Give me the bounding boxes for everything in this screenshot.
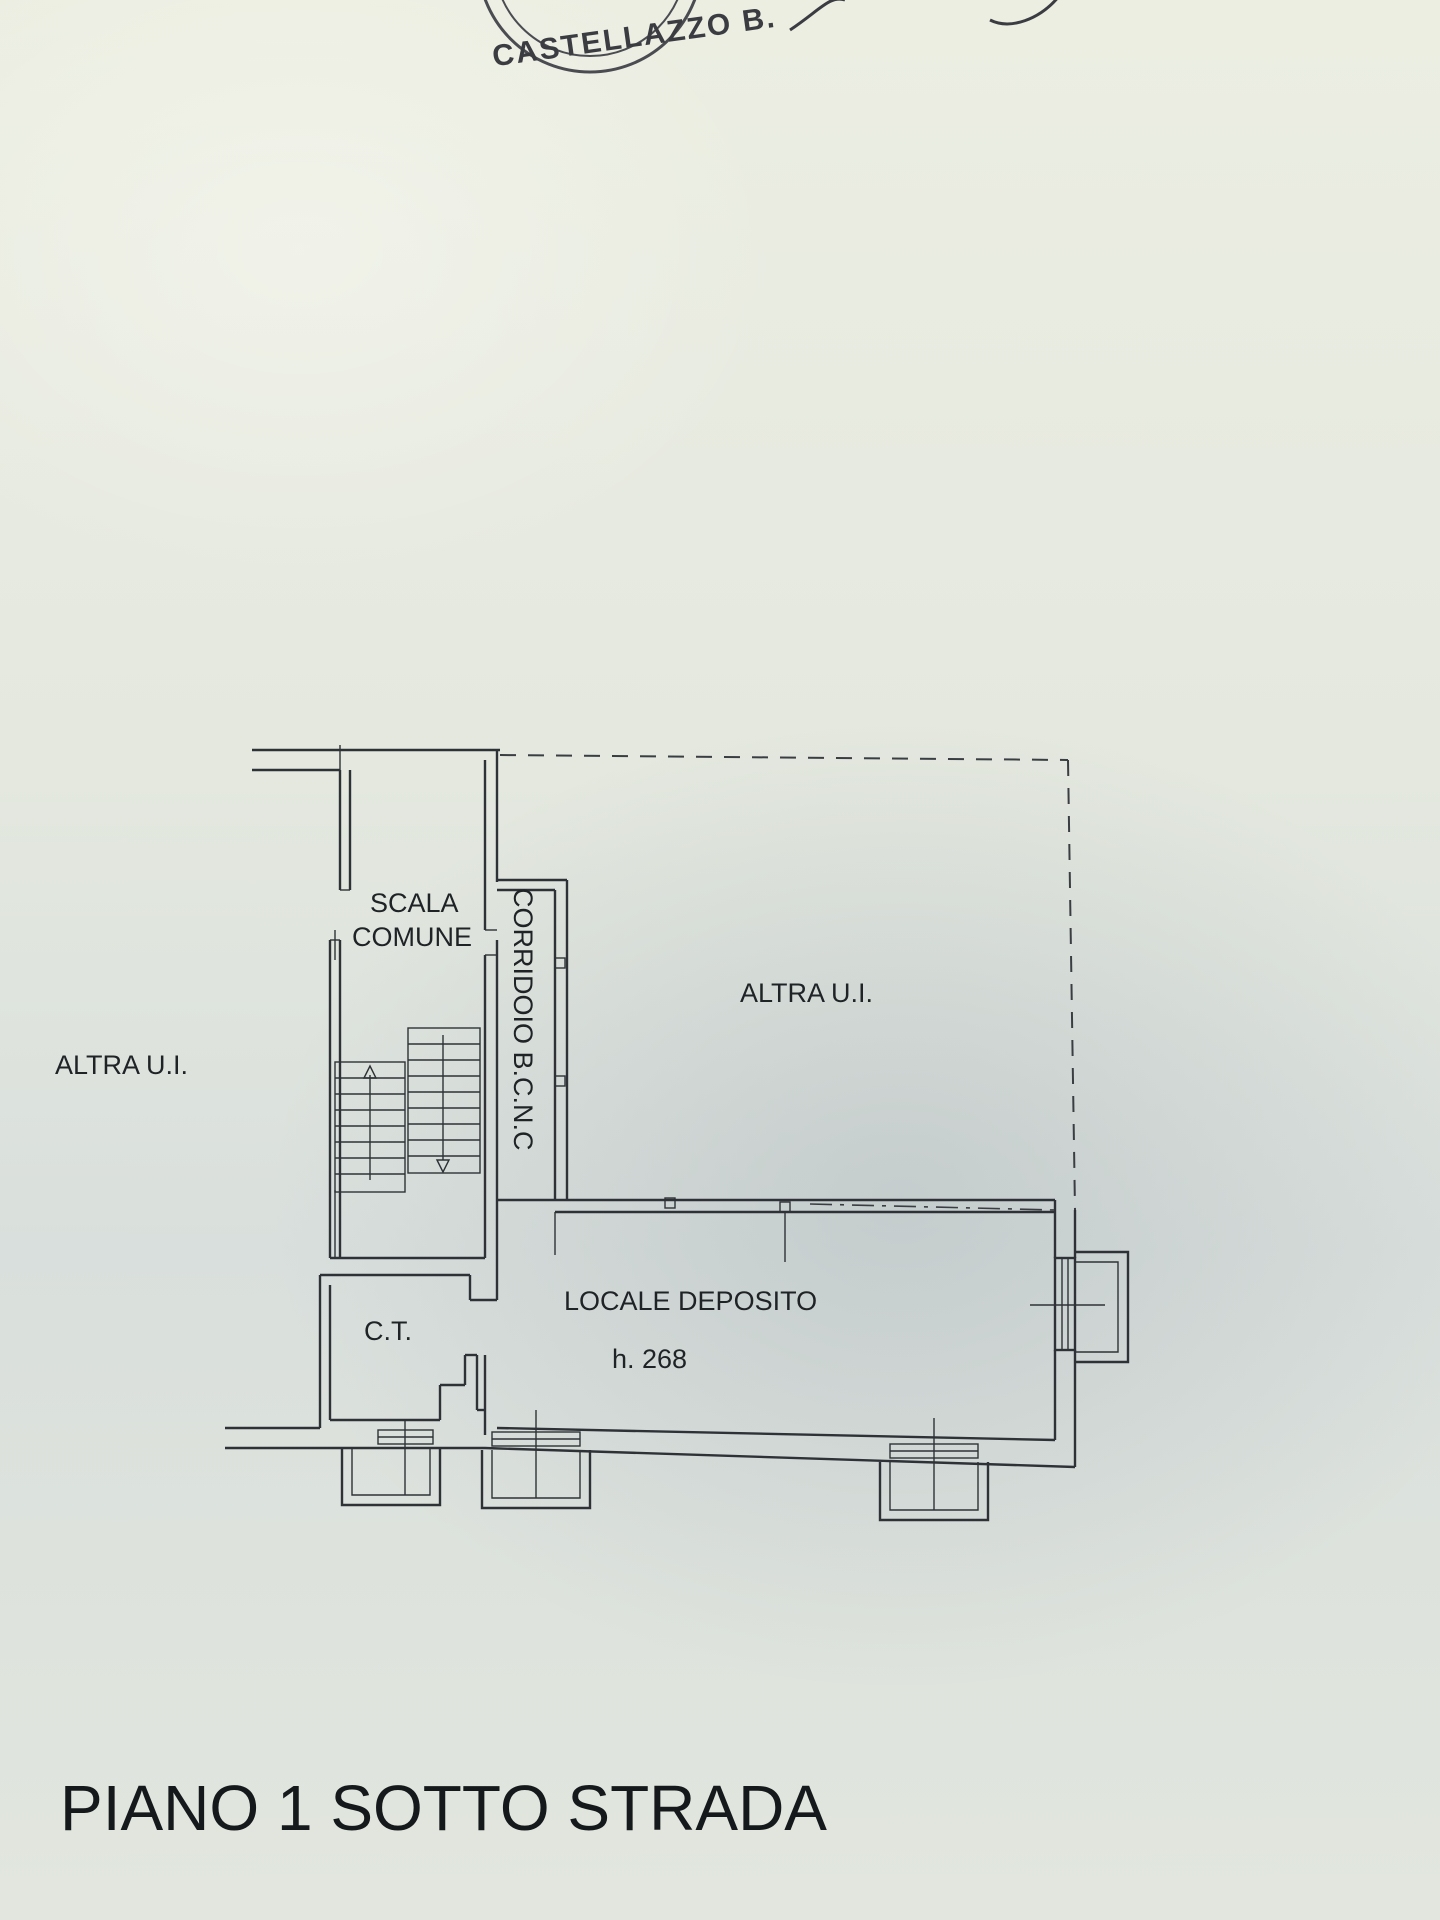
label-ct: C.T.	[364, 1316, 412, 1346]
plan-walls	[225, 745, 1077, 1469]
bottom-window-1	[340, 1420, 442, 1507]
label-altra-ui-right: ALTRA U.I.	[740, 978, 873, 1008]
label-corridoio: CORRIDOIO B.C.N.C	[508, 888, 538, 1151]
bottom-window-3	[878, 1418, 990, 1522]
label-comune: COMUNE	[352, 922, 472, 952]
label-locale-deposito: LOCALE DEPOSITO	[564, 1286, 817, 1316]
signature	[789, 0, 1058, 32]
stamp-inner-ring	[501, 0, 679, 57]
bottom-window-2	[480, 1410, 592, 1510]
label-height: h. 268	[612, 1344, 687, 1374]
right-window	[1030, 1250, 1130, 1364]
staircase	[334, 930, 481, 1258]
label-scala: SCALA	[370, 888, 459, 918]
stamp-seal: CASTELLAZZO B.	[483, 0, 778, 74]
adjacent-unit-boundary	[499, 754, 1076, 1211]
label-altra-ui-left: ALTRA U.I.	[55, 1050, 188, 1080]
plan-title: PIANO 1 SOTTO STRADA	[60, 1772, 827, 1844]
stamp-outer-ring	[483, 0, 697, 74]
